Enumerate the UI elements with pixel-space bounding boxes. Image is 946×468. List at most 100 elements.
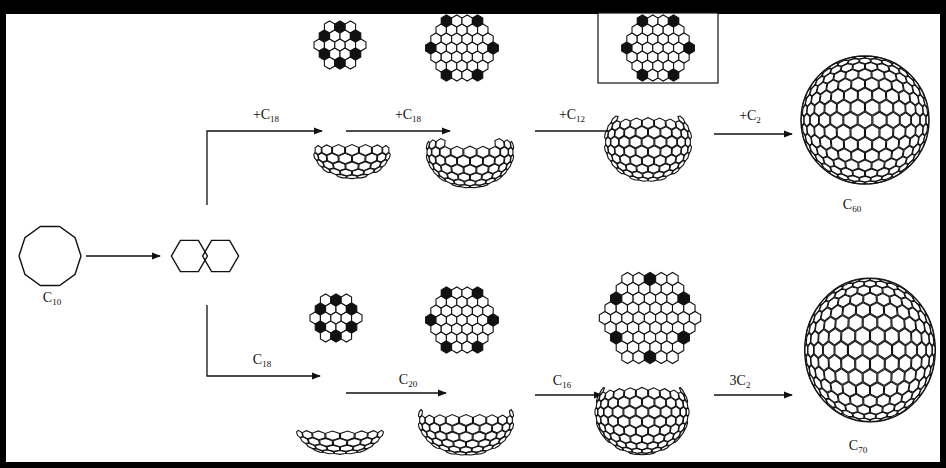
carbon-ring: [858, 88, 871, 103]
carbon-ring: [624, 406, 635, 418]
reagent-label: +C12: [557, 107, 587, 122]
carbon-ring: [380, 160, 387, 167]
carbon-ring: [863, 341, 877, 359]
reaction-arrow: [207, 305, 320, 376]
carbon-ring: [882, 174, 893, 179]
c60-cage: [801, 56, 929, 184]
carbon-ring: [630, 136, 641, 148]
carbon-ring: [906, 342, 917, 358]
reaction-arrow: [86, 255, 160, 256]
c70-cage: [805, 278, 936, 421]
formula-base: C: [253, 352, 262, 367]
carbon-ring: [371, 437, 379, 444]
carbon-ring: [357, 174, 367, 177]
carbon-ring: [880, 280, 890, 283]
carbon-ring: [492, 443, 501, 448]
formula-subscript: 18: [262, 359, 271, 369]
formula-base: 3C: [730, 373, 746, 388]
carbon-ring: [510, 141, 513, 149]
carbon-ring: [678, 161, 685, 168]
carbon-ring: [866, 100, 880, 115]
carbon-ring: [499, 437, 507, 444]
formula-base: +C: [559, 107, 576, 122]
carbon-ring: [808, 343, 814, 357]
carbon-ring: [912, 395, 920, 403]
carbon-ring: [683, 123, 689, 131]
formula-subscript: 60: [852, 204, 861, 214]
formula-base: +C: [739, 108, 756, 123]
carbon-ring: [679, 429, 684, 436]
carbon-ring: [851, 100, 865, 115]
carbon-ring: [887, 411, 898, 417]
reagent-label: 3C2: [728, 373, 753, 388]
carbon-ring: [506, 162, 511, 170]
carbon-ring: [652, 447, 661, 452]
carbon-ring: [831, 112, 843, 127]
carbon-ring: [480, 184, 489, 187]
formula-base: C: [849, 438, 858, 453]
reagent-label: C16: [551, 373, 573, 388]
carbon-ring: [893, 341, 905, 358]
carbon-ring: [476, 451, 486, 454]
carbon-ring: [688, 130, 692, 139]
formula-subscript: 12: [576, 114, 585, 124]
paper: [6, 14, 940, 462]
carbon-ring: [925, 315, 930, 326]
carbon-ring: [851, 125, 865, 140]
carbon-ring: [657, 176, 666, 180]
carbon-ring: [878, 341, 892, 359]
carbon-ring: [880, 417, 890, 420]
open-cage: [426, 139, 513, 188]
formula-subscript: 20: [408, 379, 417, 389]
carbon-ring: [871, 327, 885, 344]
carbon-ring: [924, 97, 928, 107]
flat-pattern: [314, 21, 366, 69]
carbon-ring: [679, 388, 684, 395]
reagent-label: +C18: [251, 107, 281, 122]
carbon-ring: [686, 408, 689, 417]
reaction-arrow: [346, 392, 446, 393]
open-cage: [297, 430, 384, 454]
hexagon-site: [356, 39, 366, 51]
carbon-ring: [891, 63, 901, 69]
carbon-ring: [887, 283, 898, 289]
formula-base: +C: [253, 107, 270, 122]
formula-subscript: 2: [746, 380, 751, 390]
reaction-arrow: [207, 131, 322, 205]
formula-subscript: 2: [756, 115, 761, 125]
formula-subscript: 18: [412, 114, 421, 124]
carbon-ring: [504, 140, 511, 149]
molecule-label: C60: [841, 197, 863, 212]
cage-outline: [805, 278, 936, 421]
carbon-ring: [377, 430, 383, 437]
formula-base: C: [553, 373, 562, 388]
carbon-ring: [858, 137, 871, 152]
reagent-label: C18: [251, 352, 273, 367]
reaction-arrow: [535, 394, 602, 395]
carbon-ring: [913, 151, 920, 159]
formula-subscript: 10: [52, 297, 61, 307]
carbon-ring: [873, 112, 886, 128]
carbon-ring: [666, 119, 676, 129]
flat-pattern: [426, 287, 499, 353]
formula-base: +C: [395, 107, 412, 122]
pentagon-site: [488, 42, 498, 54]
formula-base: C: [843, 197, 852, 212]
carbon-ring: [891, 171, 901, 177]
carbon-ring: [932, 344, 935, 357]
carbon-ring: [919, 142, 924, 152]
carbon-ring: [357, 449, 367, 453]
reagent-label: C20: [397, 372, 419, 387]
two-ring-unit: [167, 233, 212, 280]
carbon-ring: [856, 327, 870, 344]
formula-subscript: 70: [858, 445, 867, 455]
carbon-ring: [913, 80, 920, 88]
carbon-ring: [510, 423, 514, 431]
carbon-ring: [924, 132, 928, 142]
open-cage: [595, 387, 689, 454]
carbon-ring: [863, 369, 877, 385]
carbon-ring: [866, 125, 880, 140]
formula-subscript: 18: [270, 114, 279, 124]
carbon-ring: [670, 390, 679, 400]
